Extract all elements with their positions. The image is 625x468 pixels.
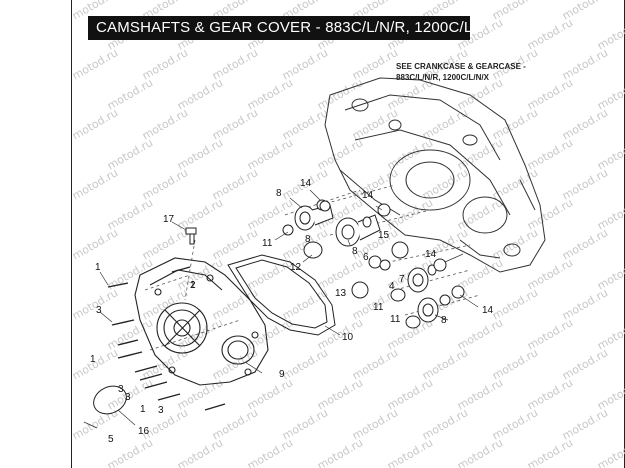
callout-label-14: 14 xyxy=(482,305,494,316)
callout-label-7: 7 xyxy=(399,274,405,285)
callout-label-13: 13 xyxy=(335,288,347,299)
callout-labels: 1111233334567888891011111112131414141415… xyxy=(90,178,494,445)
assembly-lines xyxy=(144,184,481,351)
callout-label-14: 14 xyxy=(362,190,374,201)
callout-label-8: 8 xyxy=(276,188,282,199)
leader-lines xyxy=(83,189,479,429)
callout-label-8: 8 xyxy=(305,234,311,245)
watermark-text: motod.ru xyxy=(595,76,625,112)
callout-label-10: 10 xyxy=(342,332,354,343)
callout-label-11: 11 xyxy=(262,238,273,249)
callout-label-11: 11 xyxy=(373,302,384,313)
callout-label-1: 1 xyxy=(190,280,196,291)
watermark-text: motod.ru xyxy=(385,436,435,468)
watermark-text: motod.ru xyxy=(70,166,120,202)
callout-label-1: 1 xyxy=(140,404,146,415)
callout-label-14: 14 xyxy=(300,178,312,189)
callout-label-14: 14 xyxy=(425,249,437,260)
callout-label-8: 8 xyxy=(441,315,447,326)
watermark-text: motod.ru xyxy=(315,436,365,468)
callout-label-9: 9 xyxy=(279,369,285,380)
timer-cover-drawing xyxy=(93,385,127,415)
gasket-drawing xyxy=(227,254,336,336)
watermark-text: motod.ru xyxy=(595,196,625,232)
callout-label-16: 16 xyxy=(138,426,150,437)
callout-label-3: 3 xyxy=(125,392,131,403)
watermark-text: motod.ru xyxy=(595,316,625,352)
callout-label-15: 15 xyxy=(378,230,390,241)
watermark-text: motod.ru xyxy=(455,436,505,468)
callout-label-17: 17 xyxy=(163,214,175,225)
callout-label-1: 1 xyxy=(95,262,101,273)
fitting-drawing xyxy=(185,227,197,245)
callout-label-6: 6 xyxy=(363,252,369,263)
callout-label-3: 3 xyxy=(158,405,164,416)
watermark-text: motod.ru xyxy=(595,376,625,412)
callout-label-8: 8 xyxy=(352,246,358,257)
watermark-text: motod.ru xyxy=(595,136,625,172)
reference-note: SEE CRANKCASE & GEARCASE - 883C/L/N/R, 1… xyxy=(396,61,526,83)
callout-label-1: 1 xyxy=(90,354,96,365)
callout-label-12: 12 xyxy=(290,262,302,273)
callout-label-2: 2 xyxy=(190,280,196,291)
callout-label-3: 3 xyxy=(118,384,124,395)
callout-label-4: 4 xyxy=(389,281,395,292)
crankcase-drawing xyxy=(324,77,546,273)
watermark-text: motod.ru xyxy=(595,16,625,52)
callout-label-5: 5 xyxy=(108,434,114,445)
diagram-title: CAMSHAFTS & GEAR COVER - 883C/L/N/R, 120… xyxy=(88,16,470,40)
watermark-text: motod.ru xyxy=(245,436,295,468)
callout-label-3: 3 xyxy=(96,305,102,316)
reference-note-line-2: 883C/L/N/R, 1200C/L/N/X xyxy=(396,73,489,82)
watermark-text: motod.ru xyxy=(70,46,120,82)
cover-screws xyxy=(107,266,226,411)
watermark-text: motod.ru xyxy=(175,436,225,468)
watermark-text: motod.ru xyxy=(595,436,625,468)
watermark-text: motod.ru xyxy=(525,436,575,468)
reference-note-line-1: SEE CRANKCASE & GEARCASE - xyxy=(396,62,526,71)
watermark-text: motod.ru xyxy=(70,226,120,262)
callout-label-11: 11 xyxy=(390,314,401,325)
camshaft-gears xyxy=(282,199,465,329)
watermark-text: motod.ru xyxy=(70,106,120,142)
watermark-text: motod.ru xyxy=(595,256,625,292)
gear-cover-drawing xyxy=(134,257,269,386)
